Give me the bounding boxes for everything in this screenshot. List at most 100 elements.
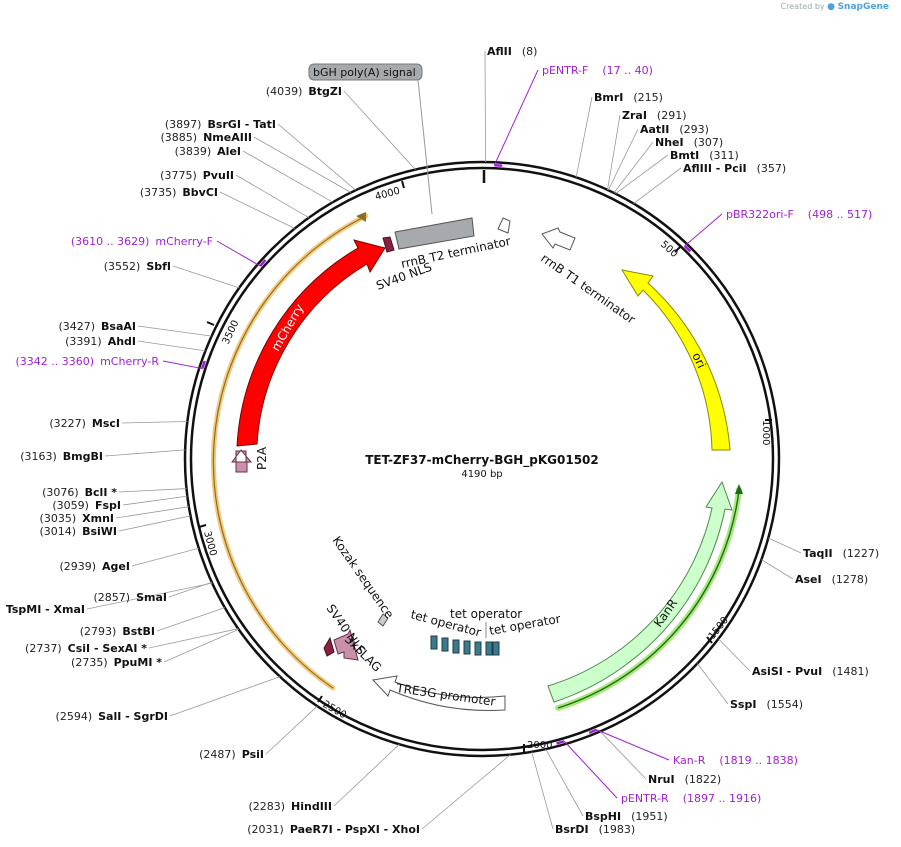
site-name: XmnI <box>82 512 114 525</box>
site-group[interactable]: BmrI(215) <box>575 91 663 178</box>
site-group[interactable]: (3839)AleI <box>175 145 333 203</box>
kozak-feature[interactable] <box>377 613 389 627</box>
site-position: (1227) <box>843 547 880 560</box>
tick-2500-mark <box>317 695 323 703</box>
map-length: 4190 bp <box>461 469 502 480</box>
primer-group[interactable]: (3610 .. 3629)mCherry-F <box>71 235 267 267</box>
tre3g-feature[interactable] <box>371 675 506 711</box>
site-group[interactable]: (3427)BsaAI <box>58 320 212 337</box>
site-group[interactable]: ZraI(291) <box>607 109 687 190</box>
site-label: AseI(1278) <box>795 573 868 586</box>
site-group[interactable]: AatII(293) <box>607 123 709 191</box>
site-group[interactable]: (3391)AhdI <box>65 335 206 352</box>
primer-group[interactable]: Kan-R(1819 .. 1838) <box>588 728 798 767</box>
site-group[interactable]: TaqII (1227) <box>768 537 880 560</box>
site-group[interactable]: SspI(1554) <box>697 663 803 711</box>
site-group[interactable]: (2939)AgeI <box>59 547 199 573</box>
sv40-nls-bottom-feature[interactable] <box>323 636 335 657</box>
mcherry-orf-line <box>212 215 367 689</box>
site-group[interactable]: AflII(8) <box>484 45 537 163</box>
bgh-leader <box>417 79 433 215</box>
primer-label: pENTR-F(17 .. 40) <box>542 64 653 77</box>
site-label: (2487)PsiI <box>199 748 264 761</box>
site-group[interactable]: NruI(1822) <box>599 731 721 786</box>
rrnb-t1-feature[interactable] <box>541 227 576 251</box>
bgh-feature[interactable] <box>394 217 475 250</box>
tet-operator-box[interactable] <box>485 641 493 656</box>
restriction-sites: AflII(8) BmrI(215)ZraI(291)AatII(293)NheI… <box>0 45 880 836</box>
site-group[interactable]: (3076)BclI * <box>42 486 187 499</box>
tet-operator-box[interactable] <box>441 637 449 652</box>
site-leader <box>86 582 213 610</box>
site-group[interactable]: (4039)BtgZI <box>266 85 416 170</box>
tet-operator-box[interactable] <box>463 640 471 655</box>
site-group[interactable]: (2283)HindIII <box>248 743 400 813</box>
site-name: BbvCI <box>182 186 218 199</box>
primer-group[interactable]: (3342 .. 3360)mCherry-R <box>16 355 206 370</box>
primer-group[interactable]: pBR322ori-F(498 .. 517) <box>683 208 873 253</box>
site-name: TaqII <box>803 547 833 560</box>
site-group[interactable]: BsrDI(1983) <box>531 751 636 836</box>
site-leader <box>118 515 191 532</box>
site-label: (2855)TspMI - XmaI <box>0 603 85 616</box>
site-group[interactable]: (3059)FspI <box>52 495 188 512</box>
site-group[interactable]: (2855)TspMI - XmaI <box>0 582 213 616</box>
site-group[interactable]: AsiSI - PvuI (1481) <box>718 638 869 678</box>
site-group[interactable]: (2737)CsiI - SexAI * <box>25 628 239 655</box>
site-name: NruI <box>648 773 675 786</box>
site-group[interactable]: (3227)MscI <box>49 417 188 430</box>
site-group[interactable]: (2487)PsiI <box>199 705 318 761</box>
site-group[interactable]: (2735)PpuMI * <box>71 629 239 669</box>
site-group[interactable]: (2594)SalI - SgrDI <box>56 676 281 723</box>
site-label: SspI(1554) <box>730 698 803 711</box>
site-group[interactable]: AseI(1278) <box>761 559 868 586</box>
p2a-feature[interactable] <box>231 449 253 463</box>
rrnb-t2-feature[interactable] <box>497 217 511 234</box>
site-leader <box>122 495 188 506</box>
site-group[interactable]: (3035)XmnI <box>40 506 189 525</box>
site-label: AatII(293) <box>640 123 709 136</box>
site-group[interactable]: BmtI(311) <box>615 149 739 195</box>
tet-operator-box[interactable] <box>474 641 482 656</box>
tet-operator-box[interactable] <box>492 641 500 656</box>
site-label: (3227)MscI <box>49 417 120 430</box>
site-leader <box>131 547 199 567</box>
site-group[interactable]: (3775)PvuII <box>160 169 310 219</box>
site-leader <box>333 743 400 807</box>
primer-group[interactable]: pENTR-F(17 .. 40) <box>493 64 653 167</box>
site-group[interactable]: NheI(307) <box>613 136 723 194</box>
kanr-feature[interactable] <box>547 480 733 703</box>
site-leader <box>421 754 511 830</box>
tet-operator-box[interactable] <box>452 639 460 654</box>
mcherry-feature[interactable] <box>236 239 386 447</box>
site-group[interactable]: (3163)BmgBI <box>20 449 186 463</box>
site-group[interactable]: (2857)SmaI <box>94 581 212 604</box>
site-label: (4039)BtgZI <box>266 85 342 98</box>
sv40-nls-top-feature[interactable] <box>382 236 395 253</box>
site-group[interactable]: (2793)BstBI <box>80 607 225 638</box>
site-group[interactable]: (3735)BbvCI <box>140 186 295 229</box>
site-position: (215) <box>633 91 663 104</box>
site-name: AsiSI - PvuI <box>752 665 822 678</box>
site-position: (1481) <box>832 665 869 678</box>
site-group[interactable]: (3897)BsrGI - TatI <box>165 118 356 191</box>
site-name: NheI <box>655 136 684 149</box>
site-group[interactable]: BspHI(1951) <box>545 748 668 823</box>
tet-operator-box[interactable] <box>430 635 438 650</box>
site-leader <box>633 167 682 204</box>
site-label: (3735)BbvCI <box>140 186 218 199</box>
flag-feature[interactable] <box>333 628 359 661</box>
site-group[interactable]: (3014)BsiWI <box>39 515 191 538</box>
site-position: (2031) <box>247 823 284 836</box>
site-leader <box>118 488 187 493</box>
site-group[interactable]: AflIII - PciI(357) <box>633 162 787 204</box>
site-group[interactable]: (2031)PaeR7I - PspXI - XhoI <box>247 754 511 836</box>
site-group[interactable]: (3552)SbfI <box>104 260 240 289</box>
site-group[interactable]: (3885)NmeAIII <box>161 131 352 193</box>
primer-group[interactable]: pENTR-R(1897 .. 1916) <box>556 740 762 805</box>
site-name: FspI <box>95 499 121 512</box>
primer-name: mCherry-R <box>100 355 159 368</box>
primer-name: mCherry-F <box>155 235 213 248</box>
ori-feature[interactable] <box>620 269 731 451</box>
site-label: (3163)BmgBI <box>20 450 103 463</box>
